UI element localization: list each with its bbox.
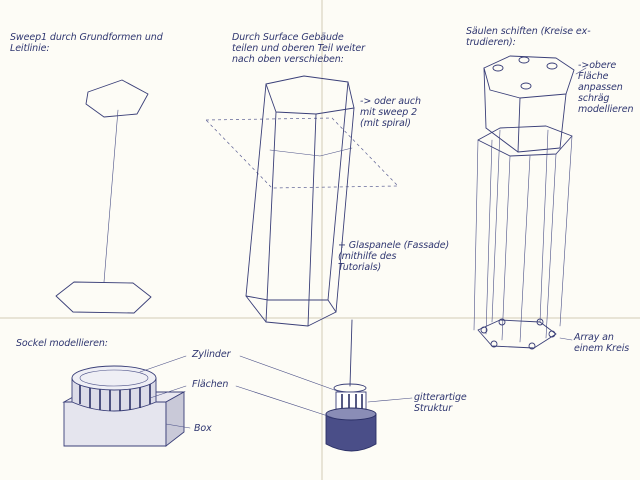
sweep-top-hexagon — [85, 79, 149, 118]
sockel-box-sketch — [62, 365, 186, 447]
obere-flaeche-arrow — [575, 67, 587, 75]
label-flaechen: Flächen — [192, 379, 229, 390]
lattice-bars — [341, 394, 363, 410]
flaechen-leader-left — [149, 385, 187, 399]
flaechen-leader-right — [235, 385, 335, 419]
leader-lines — [139, 355, 413, 429]
surface-tower-sketch — [205, 75, 399, 327]
sockel-lattice-sketch — [325, 319, 377, 452]
column-base-6 — [490, 340, 498, 348]
array-arrow — [559, 337, 573, 341]
zylinder-leader-right — [239, 355, 341, 393]
sweep-guide-line — [103, 109, 119, 283]
column-base-2 — [498, 318, 506, 326]
label-box: Box — [194, 423, 212, 434]
upper-block-bottom — [485, 127, 561, 153]
tower-cut-line — [269, 147, 353, 157]
note-sockel: Sockel modellieren: — [16, 338, 108, 349]
tower-bottom-hexagon — [245, 295, 337, 327]
sweep-bottom-hexagon — [55, 281, 152, 314]
column-base-4 — [548, 330, 556, 338]
note-obere-flaeche: ->obere Fläche anpassen schräg modellier… — [578, 60, 634, 115]
box-side — [165, 391, 185, 447]
note-sweep2: -> oder auch mit sweep 2 (mit spiral) — [360, 96, 421, 129]
note-array: Array an einem Kreis — [574, 332, 630, 354]
column-top-2 — [518, 56, 530, 64]
cylinder-hatching — [79, 384, 151, 411]
column-top-1 — [492, 64, 504, 72]
column-top-3 — [546, 62, 558, 70]
sweep-sketch — [55, 79, 152, 314]
spire — [349, 319, 353, 387]
lattice-cylinder-body — [325, 413, 377, 452]
upper-top-hexagon — [483, 55, 575, 99]
lower-bottom-hexagon — [477, 319, 557, 349]
zylinder-leader-left — [139, 355, 187, 373]
note-surface: Durch Surface Gebäude teilen und oberen … — [232, 32, 365, 65]
label-gitter: gitterartige Struktur — [414, 392, 467, 414]
column-base-1 — [480, 326, 488, 334]
column-base-5 — [528, 342, 536, 350]
column-lines — [473, 129, 573, 343]
upper-block-edges — [483, 67, 567, 153]
gitter-leader — [367, 397, 413, 403]
column-top-4 — [520, 82, 532, 90]
box-leader — [165, 423, 191, 429]
note-sweep: Sweep1 durch Grundformen und Leitlinie: — [10, 32, 163, 54]
lattice-cylinder-top — [325, 407, 377, 421]
tower-edges — [245, 81, 355, 327]
note-saeulen: Säulen schiften (Kreise ex- trudieren): — [466, 26, 591, 48]
cutting-surface — [205, 117, 399, 189]
cylinder-top-inner — [79, 369, 149, 387]
label-zylinder: Zylinder — [192, 349, 231, 360]
column-tower-sketch — [473, 55, 587, 350]
cylinder-top — [71, 365, 157, 391]
tower-top-hexagon — [265, 75, 355, 115]
note-glaspanele: + Glaspanele (Fassade) (mithilfe des Tut… — [338, 240, 450, 273]
column-base-3 — [536, 318, 544, 326]
